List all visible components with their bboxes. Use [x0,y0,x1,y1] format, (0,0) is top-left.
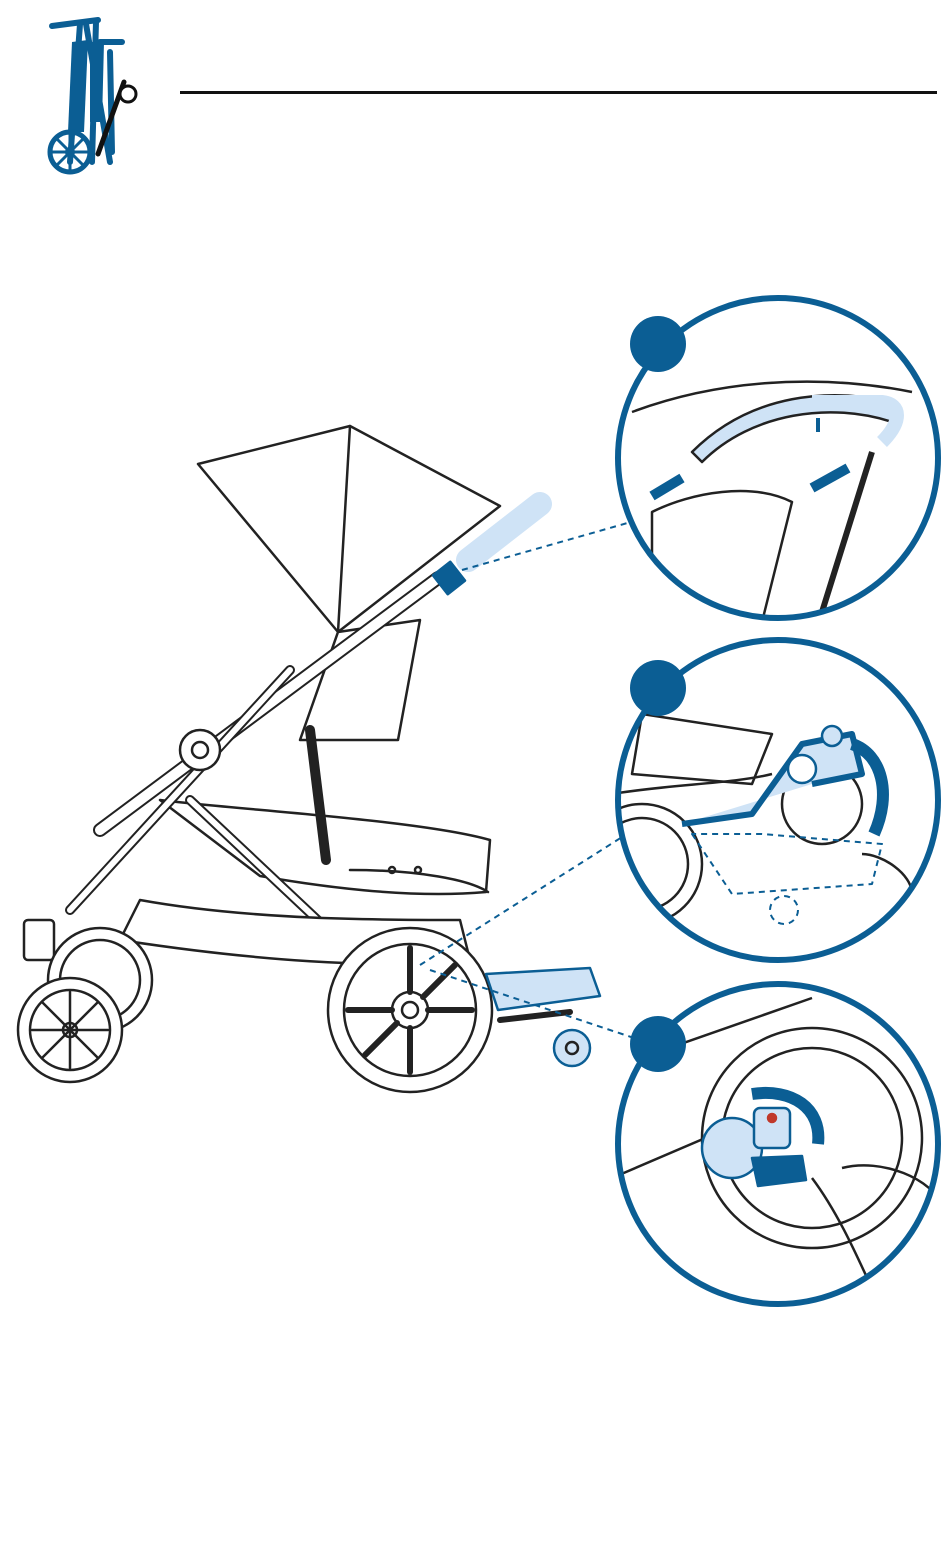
brake-pedal [752,1156,806,1186]
step-badge [630,1016,686,1072]
callout-ride-board [612,634,944,966]
callout-handlebar [612,292,944,624]
step-badge [630,316,686,372]
callout-brake [612,978,944,1310]
step-badge [630,660,686,716]
